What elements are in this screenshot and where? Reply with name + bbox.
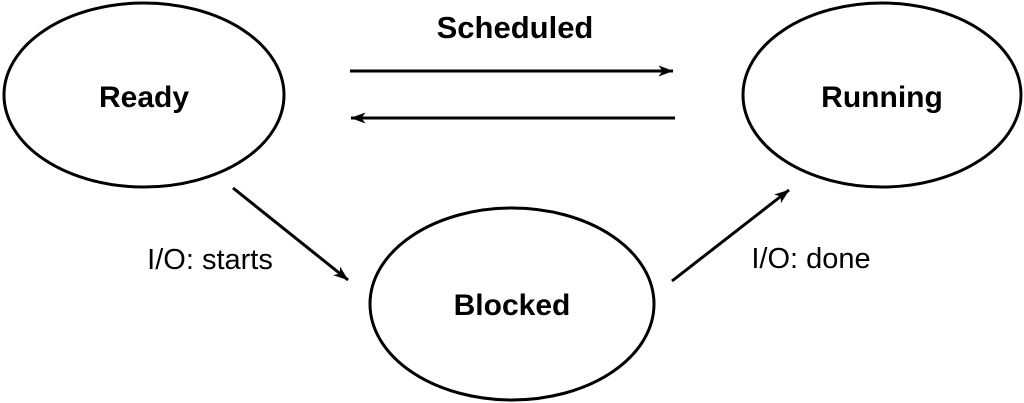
edge-label-io-done: I/O: done [751, 243, 870, 275]
state-node-blocked [368, 206, 656, 402]
state-label-ready: Ready [99, 81, 189, 114]
edge-ready-to-blocked-arrow [232, 186, 349, 282]
state-label-running: Running [821, 81, 943, 114]
state-node-running [741, 1, 1023, 189]
edge-label-io-starts: I/O: starts [147, 244, 273, 276]
edge-label-scheduled: Scheduled [437, 10, 594, 45]
state-node-ready [2, 1, 286, 189]
edge-blocked-to-running-arrow [671, 188, 790, 283]
state-label-blocked: Blocked [454, 289, 571, 322]
